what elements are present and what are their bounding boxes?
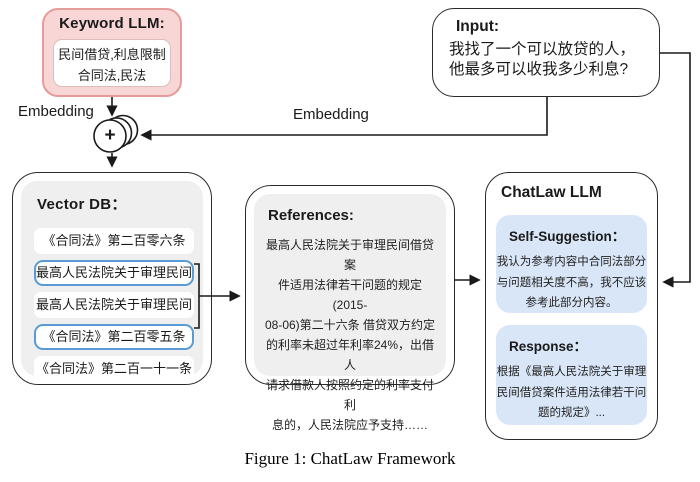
db-item: 《合同法》第二百一十一条 <box>34 356 194 382</box>
db-item: 《合同法》第二百零六条 <box>34 228 194 254</box>
response-line: 根据《最高人民法院关于审理 <box>496 366 647 378</box>
keyword-line: 合同法,民法 <box>77 68 147 83</box>
embedding-label-left: Embedding <box>18 103 94 120</box>
keyword-llm-box: Keyword LLM: 民间借贷,利息限制 合同法,民法 <box>42 8 182 97</box>
self-suggestion-bubble: Self-Suggestion： 我认为参考内容中合同法部分 与问题相关度不高，… <box>496 215 647 313</box>
references-panel: References: 最高人民法院关于审理民间借贷案 件适用法律若干问题的规定… <box>254 194 446 432</box>
vector-db-panel: Vector DB： 《合同法》第二百零六条 最高人民法院关于审理民间 最高人民… <box>21 181 203 382</box>
db-item-highlighted: 最高人民法院关于审理民间 <box>34 260 194 286</box>
references-line: 息的，人民法院应予支持…… <box>271 418 428 432</box>
response-bubble: Response： 根据《最高人民法院关于审理 民间借贷案件适用法律若干问 题的… <box>496 325 647 425</box>
db-item-highlighted: 《合同法》第二百零五条 <box>34 324 194 350</box>
keyword-line: 民间借贷,利息限制 <box>58 47 166 62</box>
response-title: Response： <box>509 339 588 354</box>
references-line: 件适用法律若干问题的规定(2015- <box>277 278 422 312</box>
self-suggestion-line: 与问题相关度不高，我不应该 <box>496 276 647 289</box>
response-body: 根据《最高人民法院关于审理 民间借贷案件适用法律若干问 题的规定》... <box>496 362 647 424</box>
keyword-llm-title: Keyword LLM: <box>59 15 165 32</box>
plus-symbol: + <box>104 125 116 146</box>
references-line: 最高人民法院关于审理民间借贷案 <box>265 238 434 272</box>
self-suggestion-title: Self-Suggestion： <box>509 229 626 244</box>
references-line: 请求借款人按照约定的利率支付利 <box>265 378 434 412</box>
references-title: References: <box>268 207 354 224</box>
vector-db-items: 《合同法》第二百零六条 最高人民法院关于审理民间 最高人民法院关于审理民间 《合… <box>34 228 194 382</box>
vector-db-box: Vector DB： 《合同法》第二百零六条 最高人民法院关于审理民间 最高人民… <box>12 172 212 385</box>
references-line: 的利率未超过年利率24%，出借人 <box>265 338 435 372</box>
input-text-line: 我找了一个可以放贷的人， <box>449 41 636 58</box>
references-line: 08-06)第二十六条 借贷双方约定 <box>264 318 436 332</box>
input-title: Input: <box>456 18 500 35</box>
chatlaw-llm-box: ChatLaw LLM Self-Suggestion： 我认为参考内容中合同法… <box>485 172 658 440</box>
arrow-input-to-chatlaw <box>660 52 691 288</box>
references-body: 最高人民法院关于审理民间借贷案 件适用法律若干问题的规定(2015- 08-06… <box>254 235 446 435</box>
input-text-line: 他最多可以收我多少利息? <box>449 61 629 78</box>
db-item: 最高人民法院关于审理民间 <box>34 292 194 318</box>
vector-db-title: Vector DB： <box>37 196 127 213</box>
chatlaw-llm-title: ChatLaw LLM <box>501 184 602 201</box>
figure-caption: Figure 1: ChatLaw Framework <box>244 449 456 468</box>
self-suggestion-body: 我认为参考内容中合同法部分 与问题相关度不高，我不应该 参考此部分内容。 <box>496 252 647 314</box>
references-box: References: 最高人民法院关于审理民间借贷案 件适用法律若干问题的规定… <box>245 185 455 432</box>
self-suggestion-line: 参考此部分内容。 <box>525 297 618 309</box>
response-line: 题的规定》... <box>537 407 606 419</box>
keyword-llm-keywords: 民间借贷,利息限制 合同法,民法 <box>53 39 171 87</box>
embedding-label-middle: Embedding <box>293 106 369 123</box>
response-line: 民间借贷案件适用法律若干问 <box>496 386 647 399</box>
input-box: Input: 我找了一个可以放贷的人， 他最多可以收我多少利息? <box>432 8 660 97</box>
self-suggestion-line: 我认为参考内容中合同法部分 <box>496 256 647 268</box>
